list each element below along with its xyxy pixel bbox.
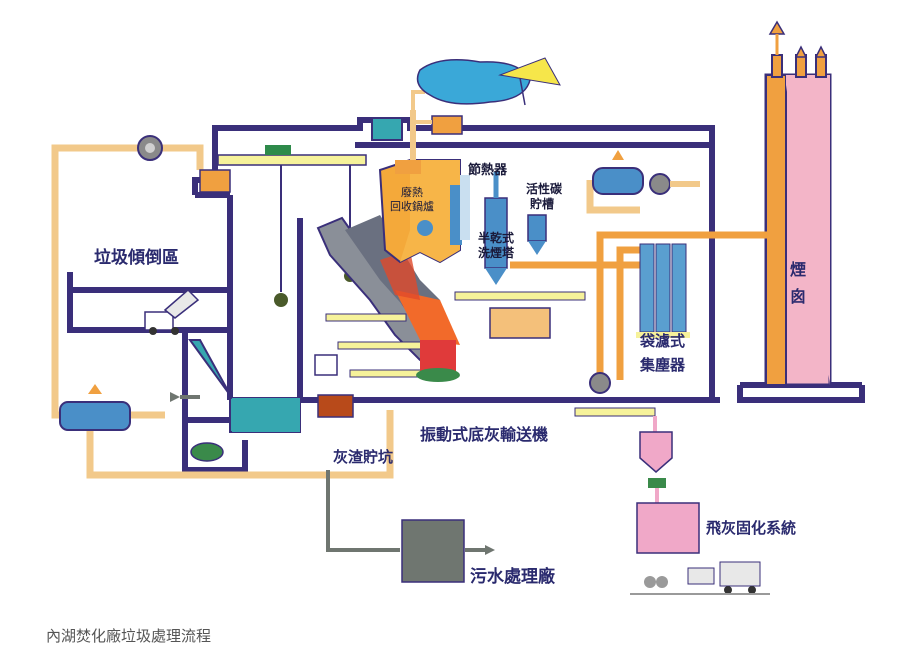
arrow-icon: [485, 545, 495, 555]
wastewater-plant-box: [401, 519, 465, 583]
truck-icon: [144, 288, 200, 335]
flue-pipes: [510, 231, 770, 380]
label-scrubber-1: 半乾式: [478, 230, 514, 245]
air-pipes: [51, 144, 640, 479]
label-fly-ash-system: 飛灰固化系統: [705, 519, 796, 537]
activated-carbon-tank: [527, 214, 547, 255]
label-vibrating-conveyor: 振動式底灰輸送機: [420, 425, 548, 444]
fan-icon: [137, 135, 163, 161]
label-activated-carbon-1: 活性碳: [526, 181, 563, 196]
label-tipping-area: 垃圾傾倒區: [94, 247, 179, 268]
loader-truck-icon: [630, 561, 770, 595]
feed-chute: [489, 307, 551, 339]
waste-heat-boiler: [378, 110, 461, 264]
reactor-unit: [592, 150, 700, 195]
semi-dry-scrubber: [484, 172, 508, 285]
label-baghouse-1: 袋濾式: [639, 332, 685, 350]
wastewater-line: [326, 470, 485, 552]
air-preheater: [59, 384, 131, 431]
pond-and-umbrella: [416, 57, 561, 106]
label-waste-heat-boiler-1: 廢熱: [401, 185, 423, 199]
baghouse: [589, 243, 690, 394]
label-scrubber-2: 洗煙塔: [478, 245, 515, 260]
label-economizer: 節熱器: [468, 162, 508, 178]
stack: [764, 20, 832, 387]
ash-conveyors: [325, 291, 656, 417]
economizer: [450, 175, 470, 245]
label-activated-carbon-2: 貯槽: [530, 196, 554, 211]
furnace-grate: [316, 215, 460, 367]
label-wastewater-plant: 污水處理廠: [470, 566, 556, 587]
hydraulic-unit: [199, 169, 231, 193]
label-waste-heat-boiler-2: 回收鍋爐: [390, 199, 434, 213]
figure-caption: 內湖焚化廠垃圾處理流程: [46, 627, 211, 645]
waste-pit: [170, 339, 301, 462]
label-ash-pit: 灰渣貯坑: [333, 448, 393, 466]
fly-ash-system: [636, 416, 700, 554]
ash-pit: [314, 340, 460, 418]
label-baghouse-2: 集塵器: [639, 356, 686, 374]
rooftop-units: [371, 90, 463, 141]
label-stack-1: 煙: [790, 260, 806, 279]
label-stack-2: 囪: [790, 287, 806, 306]
